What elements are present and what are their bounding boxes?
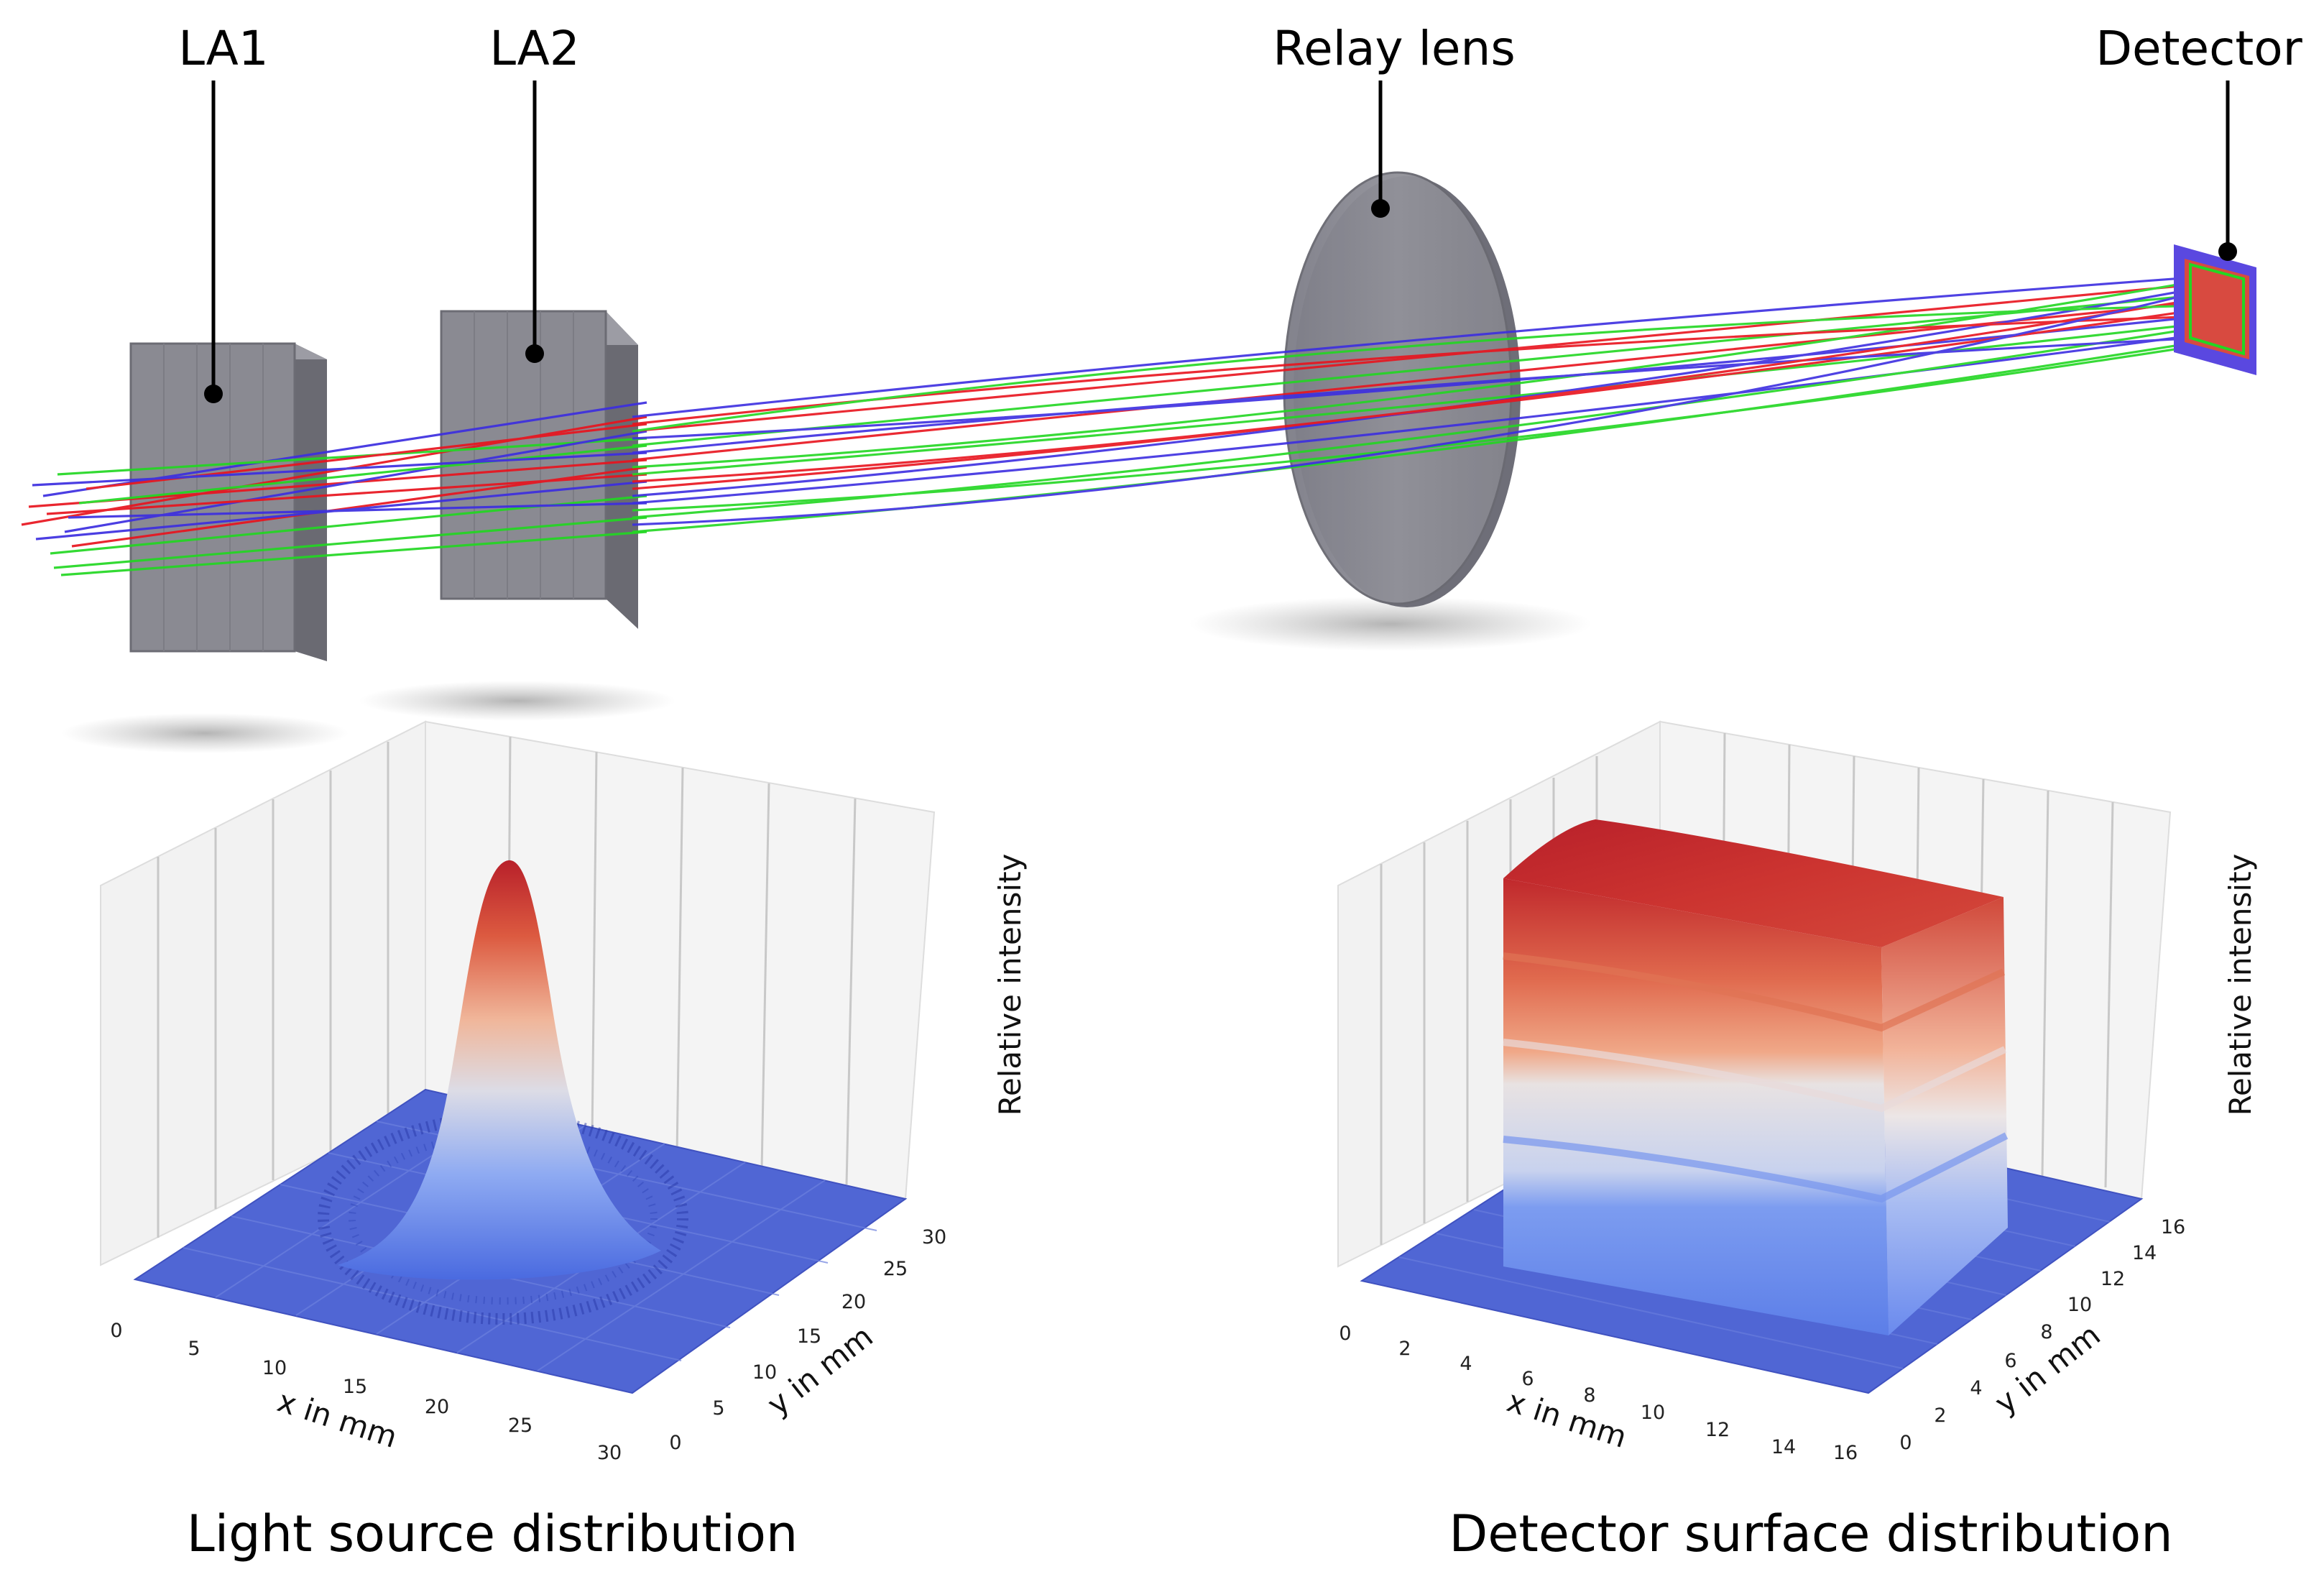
light-rays-main (632, 275, 2203, 533)
svg-text:16: 16 (2161, 1216, 2185, 1238)
optical-system: LA1 LA2 Relay lens Detector (21, 21, 2303, 753)
flat-top-front-face (1503, 878, 1889, 1335)
left-x-ticks: 0 5 10 15 20 25 30 (110, 1320, 622, 1464)
svg-text:14: 14 (1771, 1436, 1796, 1458)
svg-text:15: 15 (343, 1376, 367, 1398)
svg-text:30: 30 (922, 1226, 946, 1248)
detector-label: Detector (2095, 21, 2302, 76)
right-xlabel: x in mm (1503, 1383, 1631, 1455)
svg-text:10: 10 (262, 1357, 287, 1379)
svg-text:14: 14 (2132, 1242, 2157, 1264)
svg-text:10: 10 (752, 1361, 777, 1384)
svg-text:2: 2 (1398, 1338, 1411, 1360)
svg-text:5: 5 (188, 1338, 200, 1360)
svg-text:15: 15 (797, 1325, 821, 1348)
svg-text:25: 25 (508, 1415, 532, 1437)
la1-shadow (61, 713, 349, 753)
svg-text:20: 20 (425, 1396, 449, 1418)
svg-text:4: 4 (1970, 1377, 1982, 1399)
detector (2174, 244, 2256, 375)
svg-text:2: 2 (1934, 1404, 1946, 1427)
svg-text:16: 16 (1833, 1442, 1858, 1464)
svg-text:5: 5 (712, 1397, 724, 1420)
svg-text:20: 20 (841, 1291, 866, 1313)
leader-lines (211, 81, 2230, 394)
gaussian-surface (338, 860, 661, 1280)
left-y-ticks: 0 5 10 15 20 25 30 (669, 1226, 946, 1454)
leader-dots (204, 199, 2237, 403)
right-zlabel: Relative intensity (2223, 854, 2258, 1116)
right-x-ticks: 0 2 4 6 8 10 12 14 16 (1339, 1323, 1858, 1464)
flat-top-side-face (1881, 897, 2008, 1335)
svg-text:12: 12 (2101, 1268, 2125, 1290)
right-y-ticks: 0 2 4 6 8 10 12 14 16 (1899, 1216, 2185, 1454)
left-zlabel: Relative intensity (992, 854, 1028, 1116)
svg-text:0: 0 (1339, 1323, 1351, 1345)
svg-text:10: 10 (2067, 1294, 2092, 1316)
svg-text:0: 0 (669, 1432, 681, 1454)
relay-lens-shadow (1189, 597, 1592, 651)
svg-text:0: 0 (110, 1320, 122, 1342)
svg-text:12: 12 (1705, 1419, 1730, 1441)
la1-label: LA1 (178, 21, 268, 76)
svg-text:0: 0 (1899, 1432, 1912, 1454)
right-caption: Detector surface distribution (1449, 1504, 2172, 1563)
light-rays-entry (21, 401, 647, 576)
relay-lens-label: Relay lens (1273, 21, 1515, 76)
light-source-plot: 0 5 10 15 20 25 30 0 5 10 15 20 25 30 x … (100, 720, 1028, 1464)
svg-text:25: 25 (883, 1258, 908, 1280)
svg-text:10: 10 (1641, 1402, 1665, 1424)
left-caption: Light source distribution (187, 1504, 798, 1563)
svg-text:8: 8 (1583, 1384, 1595, 1407)
detector-plot: 0 2 4 6 8 10 12 14 16 0 2 4 6 8 10 12 14… (1337, 720, 2258, 1464)
flat-top-top-face (1503, 819, 2003, 947)
la2-shadow (359, 681, 675, 721)
svg-text:4: 4 (1460, 1353, 1472, 1375)
left-xlabel: x in mm (273, 1383, 401, 1455)
la2-label: LA2 (489, 21, 579, 76)
svg-text:6: 6 (2004, 1350, 2016, 1372)
svg-text:6: 6 (1521, 1368, 1534, 1390)
svg-text:8: 8 (2040, 1321, 2052, 1343)
svg-text:30: 30 (597, 1442, 622, 1464)
